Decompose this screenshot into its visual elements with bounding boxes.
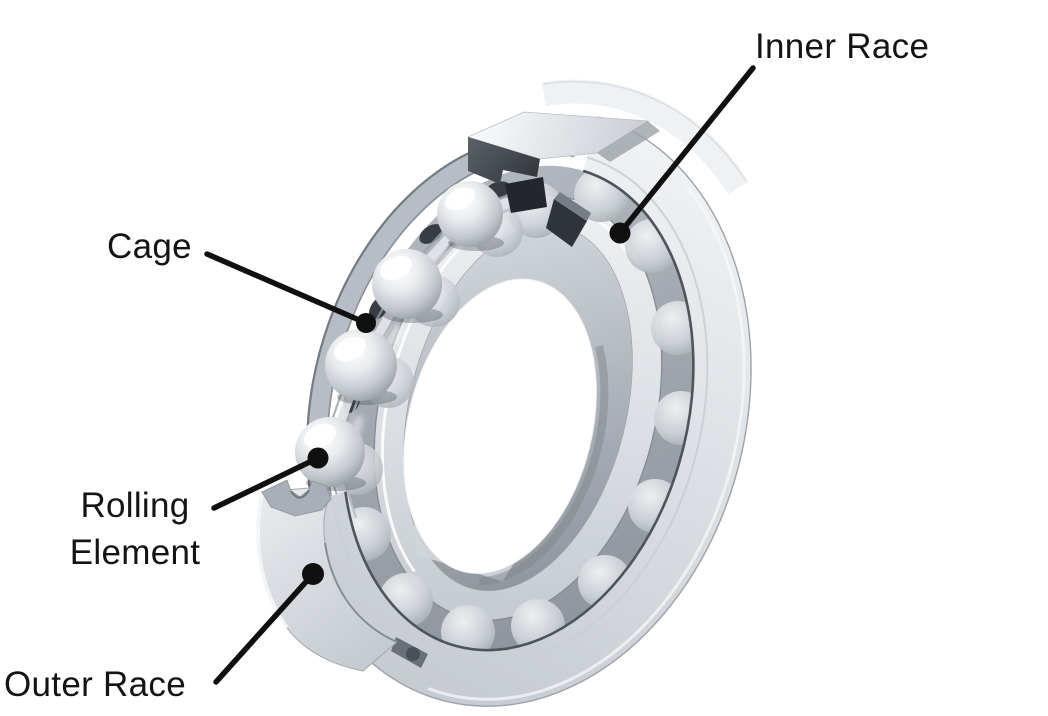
cut-piece-top-face [261,479,332,517]
inner-race-dot [609,222,631,244]
rolling-element-label: Rolling Element [50,482,220,576]
ball [437,181,504,251]
inner-race-cut [546,192,591,247]
bore-hole [403,278,597,574]
rolling-element-label-line1: Rolling [80,486,190,525]
rolling-element-label-line2: Element [69,533,201,572]
outer-race-leader-line [213,571,316,685]
inner-race-label: Inner Race [755,27,930,66]
ball [372,249,443,323]
inner-race-leader-line [617,65,756,236]
exposed-balls [295,181,504,491]
ball [325,329,397,405]
cage-leader-line [204,251,369,326]
outer-race-cutaway-block [466,111,660,213]
outer-race-cut-end [391,637,428,668]
cage-dot [356,313,376,333]
outer-race-cut-piece [255,479,398,672]
cage-label: Cage [107,227,192,266]
cut-block-pocket [505,177,547,213]
outer-race-label: Outer Race [4,665,186,704]
cut-block-section-face [468,137,540,184]
rolling-element-ball [295,417,366,491]
rolling-element-dot [307,447,329,469]
outer-race-back-rim [541,79,749,195]
cut-piece-groove-notch [290,489,310,499]
leader-lines [204,65,756,685]
outer-race-inner-edge [344,169,695,652]
leader-dots [302,222,631,585]
outer-race-dot [302,563,324,585]
rolling-element-leader-line [211,455,321,511]
